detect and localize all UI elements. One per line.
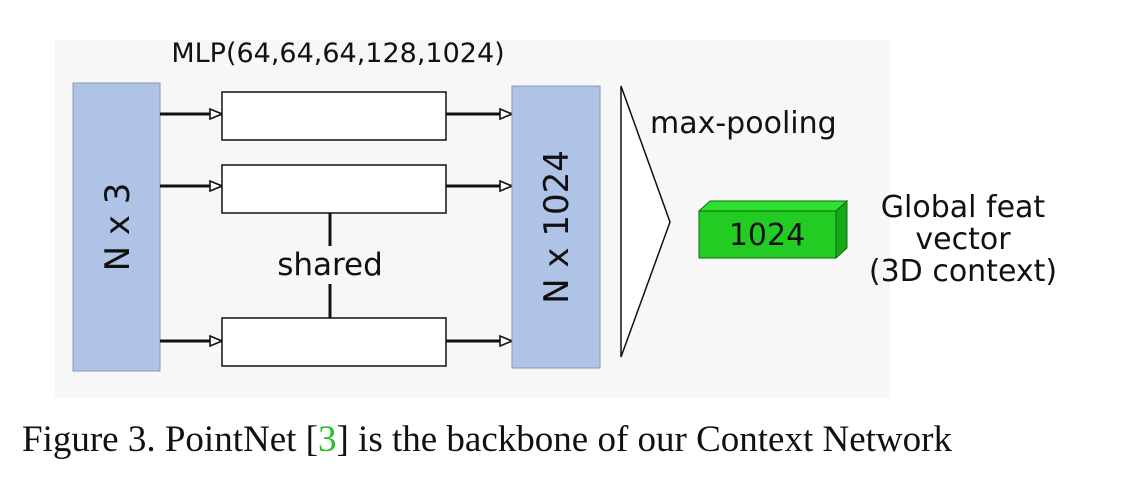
mlp-row-3 <box>221 317 447 367</box>
caption-prefix: Figure 3. PointNet [ <box>22 419 318 460</box>
point-features-block <box>511 85 601 369</box>
max-pooling-wedge <box>620 85 671 358</box>
output-label-line-1: Global feat <box>881 190 1046 225</box>
global-vector-top-face <box>697 200 849 212</box>
output-label-line-2: vector <box>915 222 1011 257</box>
output-label-line-3: (3D context) <box>869 254 1057 289</box>
max-pooling-label: max-pooling <box>650 106 837 141</box>
input-points-label: N x 3 <box>98 183 138 272</box>
figure-caption: Figure 3. PointNet [3] is the backbone o… <box>22 418 1112 462</box>
global-vector-side-face <box>835 199 848 260</box>
mlp-row-1 <box>221 91 447 141</box>
global-vector-size-label: 1024 <box>729 218 805 253</box>
mlp-label: MLP(64,64,64,128,1024) <box>171 38 504 69</box>
input-points-block <box>72 82 161 372</box>
citation-link[interactable]: 3 <box>317 419 337 460</box>
global-vector-front-face <box>698 210 837 259</box>
caption-suffix: ] is the backbone of our Context Network <box>336 419 952 460</box>
pointnet-diagram: MLP(64,64,64,128,1024) N x 3 shared N x … <box>72 38 1058 372</box>
point-features-label: N x 1024 <box>537 150 577 304</box>
mlp-row-2 <box>221 164 447 214</box>
shared-label: shared <box>277 247 383 283</box>
